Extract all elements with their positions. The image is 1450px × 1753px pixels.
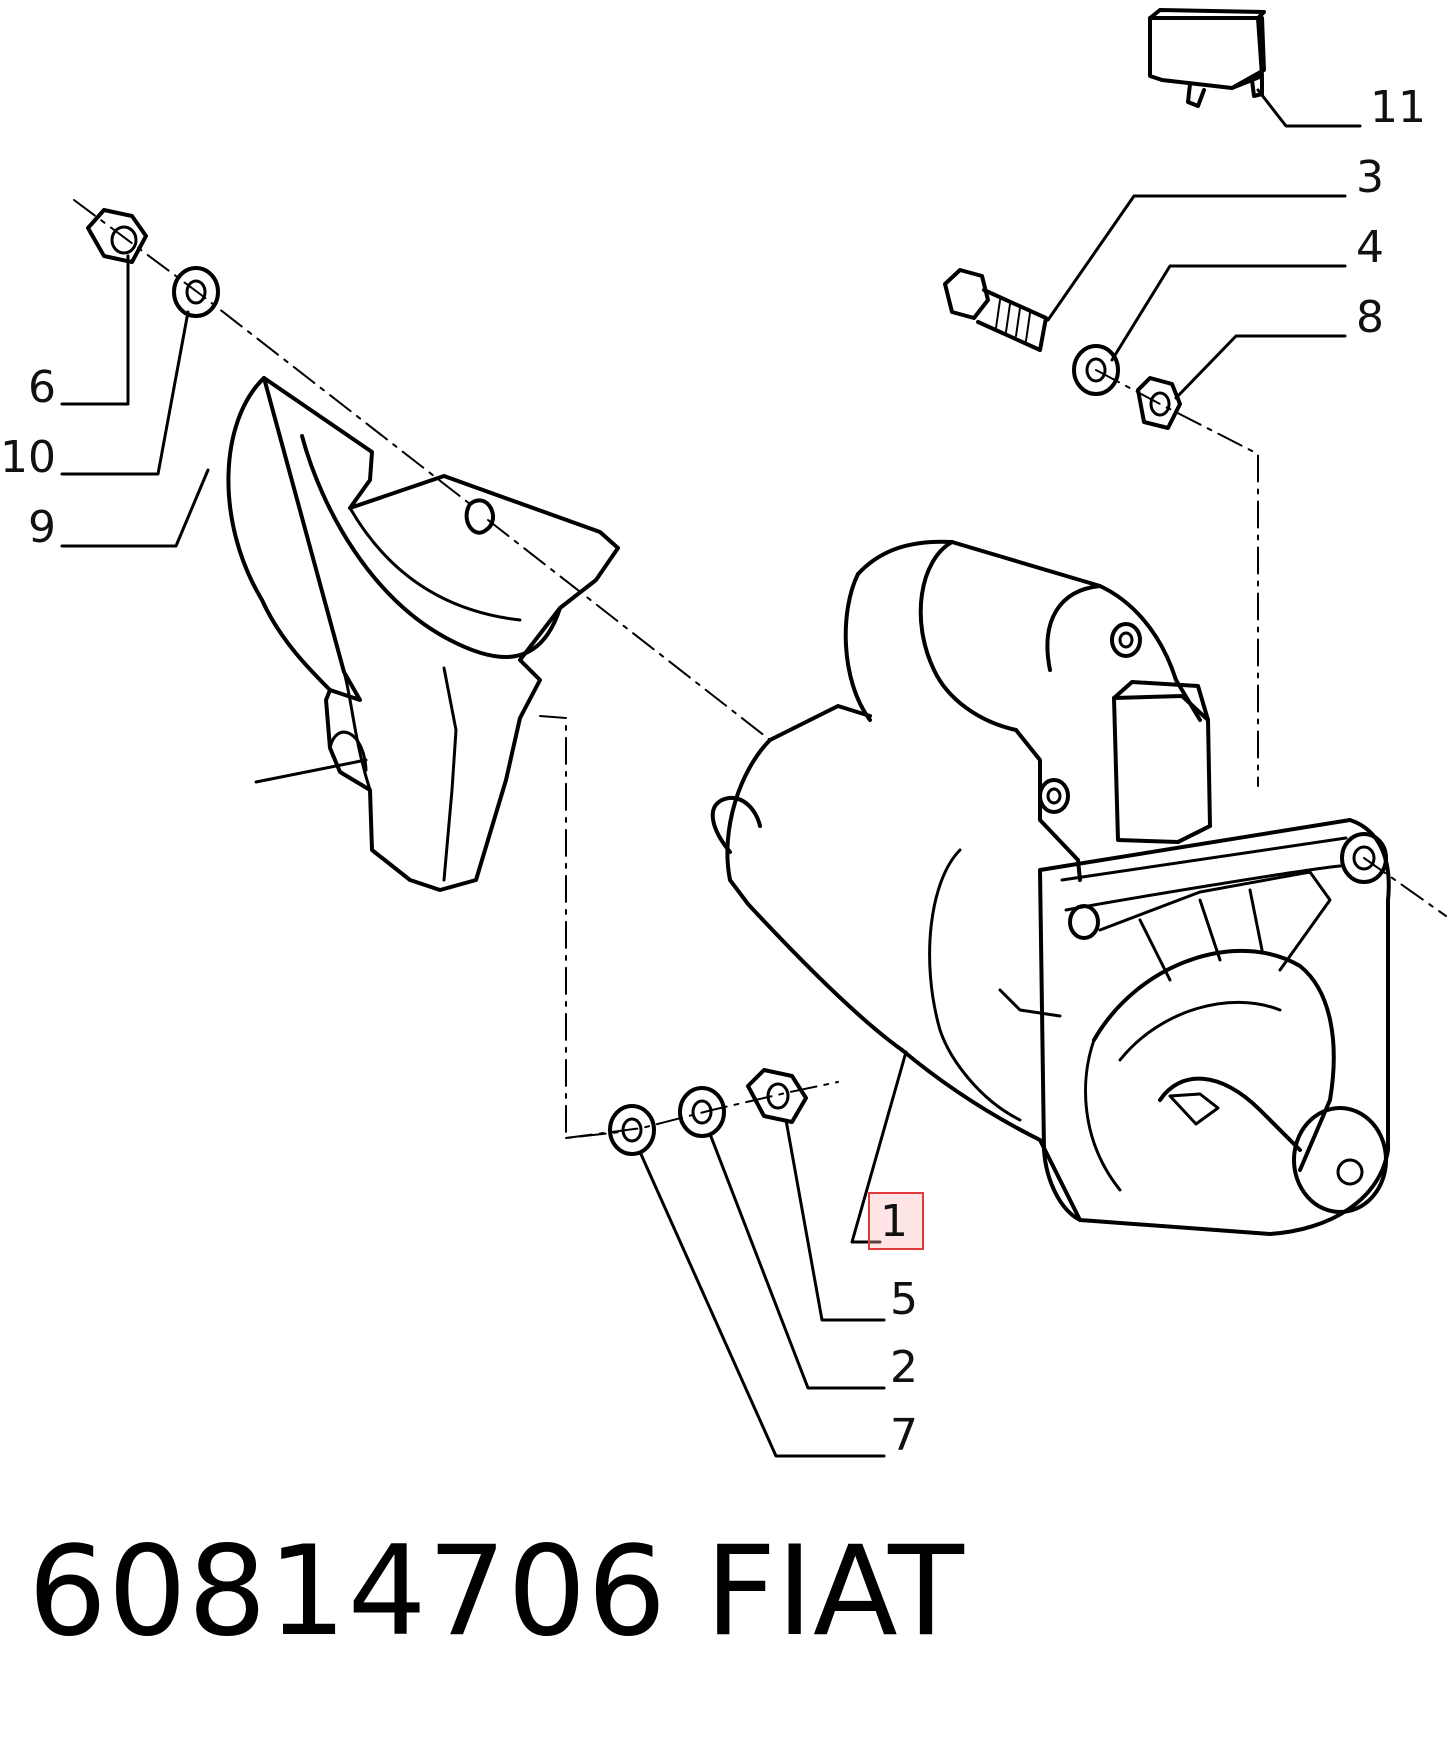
bolt-axis-dashed <box>1095 369 1259 787</box>
washer-part-10 <box>60 266 220 476</box>
callout-1: 1 <box>880 1196 908 1247</box>
washer-part-4 <box>1072 264 1347 396</box>
lower-guide-dashed <box>539 715 621 1139</box>
nut-part-5 <box>746 1068 886 1322</box>
bolt-part-3 <box>943 194 1347 352</box>
callout-2: 2 <box>890 1342 918 1393</box>
washer-part-2 <box>678 1086 886 1390</box>
brand-name: FIAT <box>705 1520 964 1664</box>
lower-hardware-axis <box>565 1081 839 1139</box>
shield-axis-dashed <box>73 199 471 505</box>
washer-part-7 <box>608 1104 886 1458</box>
callout-7: 7 <box>890 1410 918 1461</box>
callout-6: 6 <box>28 362 56 413</box>
heat-shield-part-9 <box>60 376 620 892</box>
nut-part-6 <box>60 208 148 406</box>
callout-3: 3 <box>1356 152 1384 203</box>
part-number: 60814706 <box>28 1520 668 1664</box>
nut-part-8 <box>1136 334 1347 430</box>
callout-8: 8 <box>1356 292 1384 343</box>
callout-9: 9 <box>28 502 56 553</box>
callout-1-highlight <box>868 1192 924 1250</box>
starter-motor-part-1 <box>710 539 1447 1244</box>
callout-5: 5 <box>890 1274 918 1325</box>
shield-to-starter-axis <box>487 519 771 741</box>
callout-11: 11 <box>1370 82 1426 133</box>
callout-4: 4 <box>1356 222 1384 273</box>
relay-part-11 <box>1148 8 1362 128</box>
callout-10: 10 <box>0 432 56 483</box>
